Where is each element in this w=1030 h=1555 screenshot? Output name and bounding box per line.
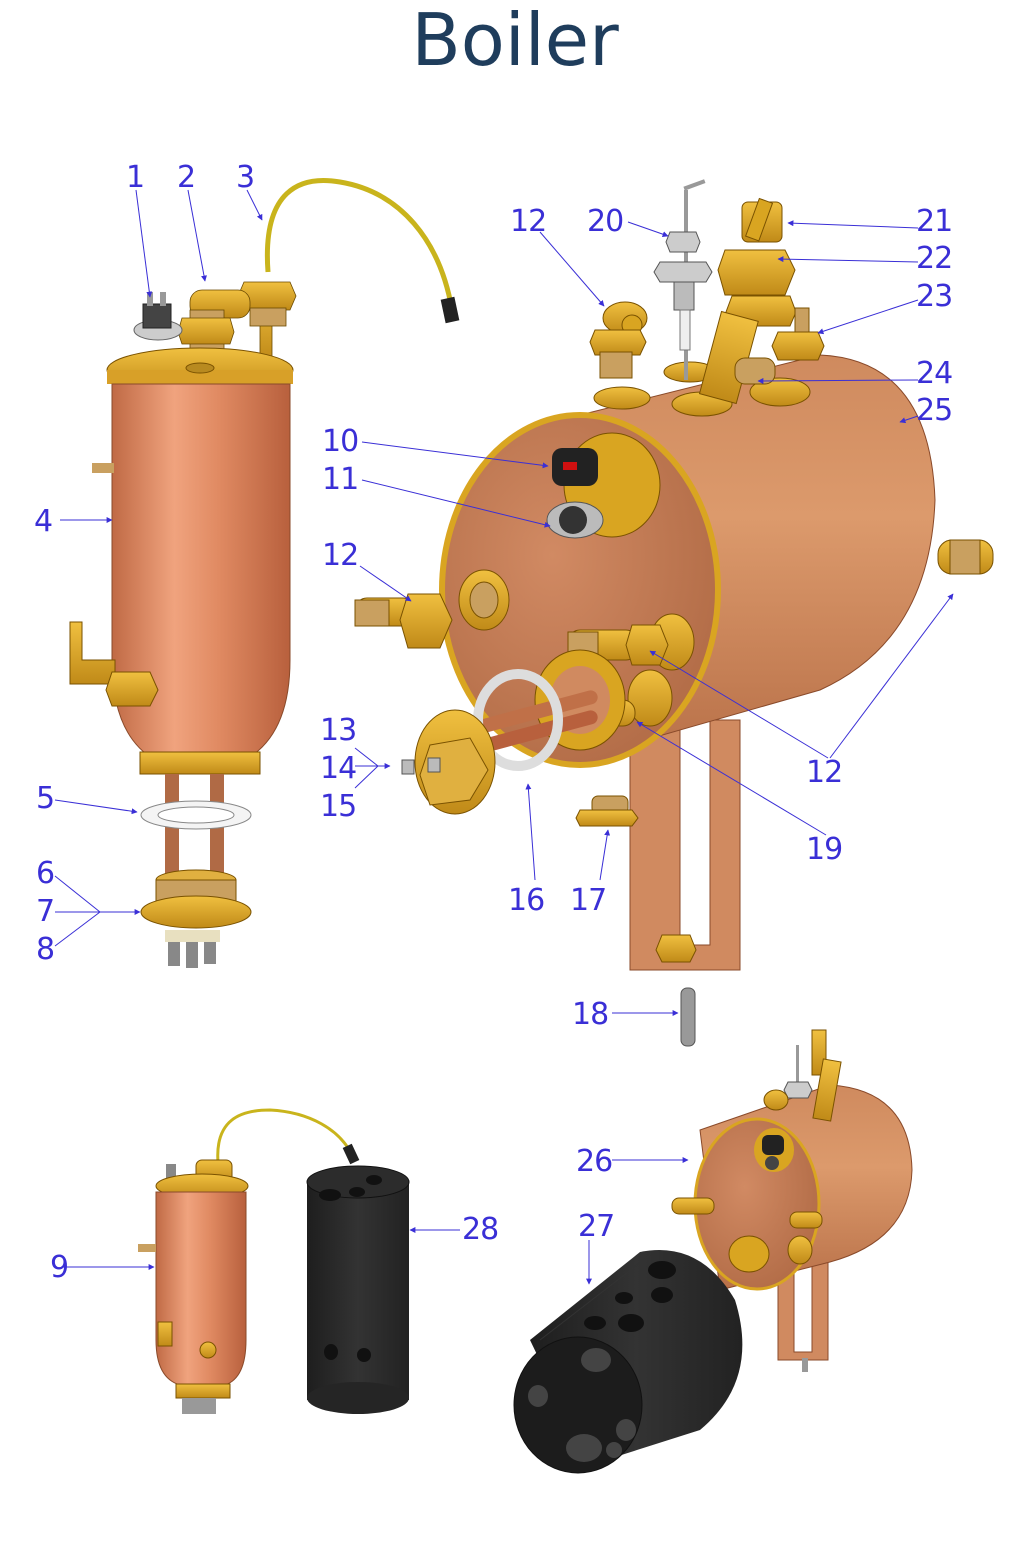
- callout-19: 19: [806, 832, 843, 867]
- callout-17: 17: [570, 883, 607, 918]
- callout-1: 1: [126, 160, 145, 195]
- callout-13: 13: [320, 713, 357, 748]
- callout-9: 9: [50, 1250, 69, 1285]
- callout-18: 18: [572, 997, 609, 1032]
- small-horizontal-boiler: [671, 1029, 913, 1372]
- callout-3: 3: [236, 160, 255, 195]
- callout-14: 14: [320, 751, 357, 786]
- horizontal-insulation: [513, 1250, 743, 1474]
- horizontal-boiler: [354, 179, 994, 1047]
- callout-23: 23: [916, 279, 953, 314]
- callout-12-top: 12: [510, 204, 547, 239]
- callout-21: 21: [916, 204, 953, 239]
- callout-11: 11: [322, 462, 359, 497]
- callout-10: 10: [322, 424, 359, 459]
- callout-16: 16: [508, 883, 545, 918]
- callout-20: 20: [587, 204, 624, 239]
- vertical-insulation: [306, 1165, 410, 1414]
- page-title: Boiler: [411, 0, 619, 82]
- callout-22: 22: [916, 241, 953, 276]
- callout-5: 5: [36, 781, 55, 816]
- callout-2: 2: [177, 160, 196, 195]
- callout-4: 4: [34, 504, 53, 539]
- callout-26: 26: [576, 1144, 613, 1179]
- callout-7: 7: [36, 894, 55, 929]
- callout-15: 15: [320, 789, 357, 824]
- leader-lines: [54, 189, 954, 1285]
- callout-25: 25: [916, 393, 953, 428]
- callout-6: 6: [36, 856, 55, 891]
- callout-12-right: 12: [806, 755, 843, 790]
- callout-28: 28: [462, 1212, 499, 1247]
- vertical-boiler: [69, 177, 460, 968]
- callout-24: 24: [916, 356, 953, 391]
- small-vertical-boiler: [138, 1108, 360, 1414]
- callout-8: 8: [36, 932, 55, 967]
- callout-12-left: 12: [322, 538, 359, 573]
- callout-27: 27: [578, 1209, 615, 1244]
